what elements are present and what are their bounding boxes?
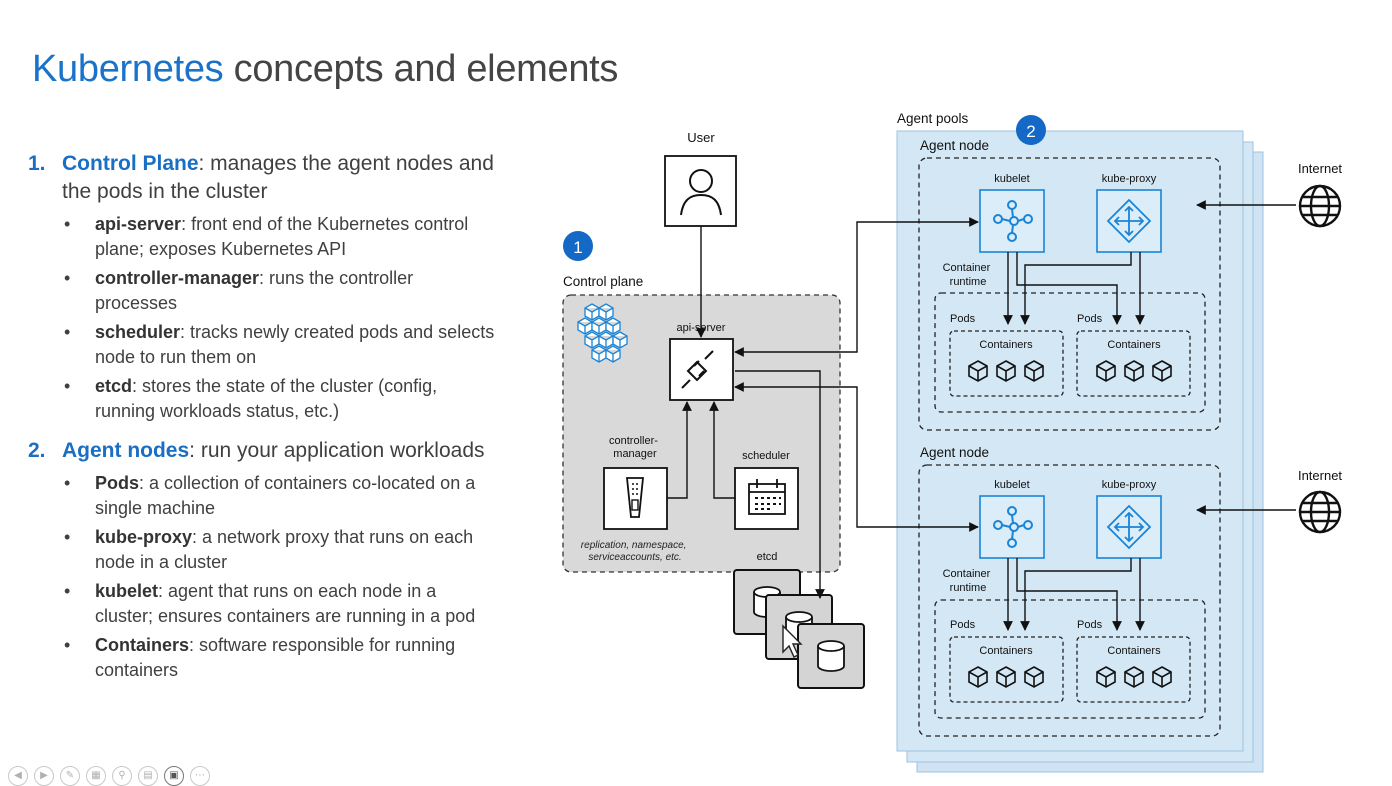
containers-label: Containers: [979, 339, 1033, 351]
slides-grid-icon[interactable]: ▦: [86, 766, 106, 786]
bullet-pods: •Pods: a collection of containers co-loc…: [64, 473, 476, 518]
pen-icon[interactable]: ✎: [60, 766, 80, 786]
container-runtime-label: Container runtime: [943, 568, 994, 594]
etcd-label: etcd: [757, 551, 778, 563]
containers-label: Containers: [979, 645, 1033, 657]
kube-proxy-icon: [1096, 189, 1162, 253]
control-plane-label: Control plane: [563, 274, 643, 289]
section-desc: : manages the agent nodes and the pods i…: [62, 152, 494, 203]
bullet-etcd: •etcd: stores the state of the cluster (…: [64, 376, 438, 421]
bullet-list: •api-server: front end of the Kubernetes…: [62, 212, 498, 423]
calendar-icon: [734, 467, 799, 530]
bullet-api-server: •api-server: front end of the Kubernetes…: [64, 214, 469, 259]
section-number: 2.: [28, 439, 46, 462]
pod-box: [1076, 330, 1191, 397]
zoom-icon[interactable]: ⚲: [112, 766, 132, 786]
agent-node-2-connectors: [1003, 505, 1296, 631]
bullet-kubelet: •kubelet: agent that runs on each node i…: [64, 581, 476, 626]
agent-node-label: Agent node: [920, 445, 989, 460]
bullet-controller-manager: •controller-manager: runs the controller…: [64, 268, 414, 313]
globe-icon: [1298, 490, 1342, 534]
pod-box: [949, 330, 1064, 397]
slideshow-toolbar: ◀ ▶ ✎ ▦ ⚲ ▤ ▣ ⋯: [8, 766, 210, 786]
next-slide-icon[interactable]: ▶: [34, 766, 54, 786]
section-number: 1.: [28, 152, 46, 175]
bullet-kube-proxy: •kube-proxy: a network proxy that runs o…: [64, 527, 474, 572]
agent-node-box-2: [918, 464, 1221, 737]
user-icon: [664, 155, 737, 227]
more-options-icon[interactable]: ⋯: [190, 766, 210, 786]
pods-label: Pods: [950, 313, 976, 325]
kubelet-icon: [979, 189, 1045, 253]
mouse-cursor-icon: [782, 624, 803, 658]
agent-node-1-connectors: [1003, 200, 1296, 325]
section-term: Agent nodes: [62, 439, 190, 462]
agent-node-label: Agent node: [920, 138, 989, 153]
kube-proxy-label: kube-proxy: [1102, 173, 1157, 185]
section-control-plane: 1. Control Plane: manages the agent node…: [28, 150, 498, 423]
concept-list: 1. Control Plane: manages the agent node…: [28, 150, 498, 687]
badge-1: [563, 231, 593, 261]
user-label: User: [687, 130, 715, 145]
pods-label: Pods: [950, 619, 976, 631]
badge-1-label: 1: [573, 238, 582, 257]
page-title: Kubernetes concepts and elements: [32, 48, 619, 90]
containers-label: Containers: [1107, 645, 1161, 657]
api-server-kubelet-connectors: [734, 217, 979, 532]
pods-label: Pods: [1077, 313, 1103, 325]
section-term: Control Plane: [62, 152, 199, 175]
bullet-containers: •Containers: software responsible for ru…: [64, 635, 456, 680]
etcd-database-icon: [797, 623, 865, 689]
badge-2-label: 2: [1026, 122, 1035, 141]
agent-pools-label: Agent pools: [897, 111, 969, 126]
internet-label: Internet: [1298, 161, 1342, 176]
api-server-plug-icon: [669, 338, 734, 401]
bullet-list: •Pods: a collection of containers co-loc…: [62, 471, 498, 682]
section-desc: : run your application workloads: [189, 439, 485, 462]
kube-proxy-label: kube-proxy: [1102, 479, 1157, 491]
previous-slide-icon[interactable]: ◀: [8, 766, 28, 786]
agent-pool-box: [896, 130, 1244, 752]
controller-manager-label: controller- manager: [609, 435, 661, 460]
pods-region: [934, 599, 1206, 719]
kubelet-icon: [979, 495, 1045, 559]
kubelet-label: kubelet: [994, 173, 1029, 185]
bullet-scheduler: •scheduler: tracks newly created pods an…: [64, 322, 495, 367]
globe-icon: [1298, 184, 1342, 228]
containers-label: Containers: [1107, 339, 1161, 351]
camera-icon[interactable]: ▣: [164, 766, 184, 786]
kubelet-label: kubelet: [994, 479, 1029, 491]
scheduler-label: scheduler: [742, 450, 790, 462]
controller-manager-note: replication, namespace, serviceaccounts,…: [581, 540, 689, 563]
kubernetes-cubes-icon: [577, 303, 628, 363]
kube-proxy-icon: [1096, 495, 1162, 559]
pod-box: [1076, 636, 1191, 703]
remote-control-icon: [603, 467, 668, 530]
pods-label: Pods: [1077, 619, 1103, 631]
section-agent-nodes: 2. Agent nodes: run your application wor…: [28, 437, 498, 682]
badge-2: [1016, 115, 1046, 145]
internet-label: Internet: [1298, 468, 1342, 483]
pod-box: [949, 636, 1064, 703]
subtitles-icon[interactable]: ▤: [138, 766, 158, 786]
